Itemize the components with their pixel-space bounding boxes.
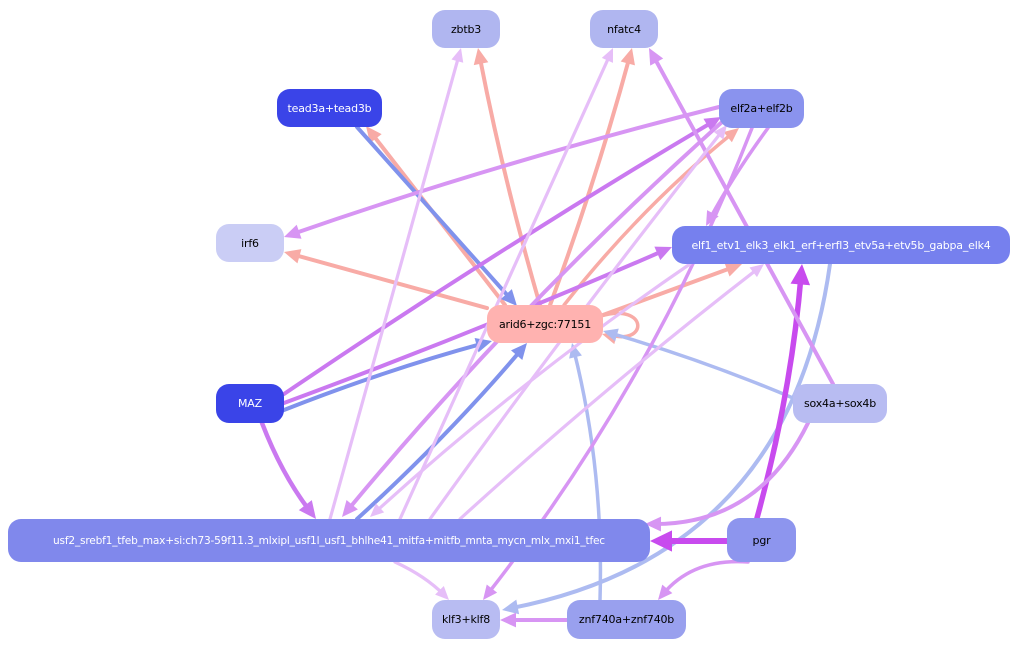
edge xyxy=(373,262,692,514)
graph-node-elf1[interactable]: elf1_etv1_elk3_elk1_erf+erfl3_etv5a+etv5… xyxy=(672,226,1010,264)
edge-arrowhead xyxy=(620,48,635,66)
edge-arrowhead xyxy=(473,48,489,66)
edge-arrowhead xyxy=(451,48,464,63)
edge xyxy=(708,126,770,221)
edge xyxy=(651,421,810,527)
graph-node-arid6[interactable]: arid6+zgc:77151 xyxy=(487,305,603,343)
edge-arrowhead xyxy=(645,516,662,532)
edge-arrowhead xyxy=(654,246,672,261)
node-label: usf2_srebf1_tfeb_max+si:ch73-59f11.3_mlx… xyxy=(53,534,605,547)
edge-arrowhead xyxy=(724,262,742,277)
graph-node-irf6[interactable]: irf6 xyxy=(216,224,284,262)
edge-arrowhead xyxy=(370,503,385,517)
edge xyxy=(754,272,804,521)
edge-arrowhead xyxy=(284,224,302,239)
edge xyxy=(282,248,666,405)
edge-arrowhead xyxy=(435,586,449,600)
edge xyxy=(562,131,735,307)
graph-node-usf2[interactable]: usf2_srebf1_tfeb_max+si:ch73-59f11.3_mlx… xyxy=(8,519,650,562)
edge-arrowhead xyxy=(298,500,316,519)
node-label: tead3a+tead3b xyxy=(287,101,372,115)
edge xyxy=(651,53,835,386)
node-label: arid6+zgc:77151 xyxy=(498,317,592,331)
edge xyxy=(572,348,603,602)
edge xyxy=(282,341,486,412)
graph-node-zbtb3[interactable]: zbtb3 xyxy=(432,10,500,48)
node-label: elf2a+elf2b xyxy=(730,102,793,115)
edge-arrowhead xyxy=(649,48,664,66)
node-label: klf3+klf8 xyxy=(441,613,490,626)
edge-arrowhead xyxy=(342,499,358,517)
graph-node-sox4[interactable]: sox4a+sox4b xyxy=(793,384,887,423)
edge xyxy=(393,560,446,597)
edge-arrowhead xyxy=(601,48,613,63)
graph-node-pgr[interactable]: pgr xyxy=(727,518,796,562)
node-label: elf1_etv1_elk3_elk1_erf+erfl3_etv5a+etv5… xyxy=(691,238,991,252)
edge xyxy=(398,53,612,521)
edge-arrowhead xyxy=(650,530,672,552)
node-label: irf6 xyxy=(241,236,259,250)
edge xyxy=(661,559,750,596)
node-label: nfatc4 xyxy=(607,22,641,36)
edge xyxy=(290,252,489,311)
edge xyxy=(601,265,736,317)
edge xyxy=(290,105,721,237)
graph-node-tead3[interactable]: tead3a+tead3b xyxy=(277,89,382,127)
edge-arrowhead xyxy=(483,584,498,600)
edge-arrowhead xyxy=(502,599,520,615)
edge xyxy=(458,266,760,521)
edge-arrowhead xyxy=(713,125,727,140)
graph-node-elf2[interactable]: elf2a+elf2b xyxy=(719,89,804,128)
edge-arrowhead xyxy=(749,264,764,278)
edge-arrowhead xyxy=(723,128,739,143)
edge xyxy=(259,420,313,514)
edge xyxy=(355,125,514,302)
graph-node-nfatc4[interactable]: nfatc4 xyxy=(590,10,658,48)
node-label: znf740a+znf740b xyxy=(578,613,675,626)
edge-arrowhead xyxy=(790,264,811,286)
edge-arrowhead xyxy=(658,584,673,600)
edge xyxy=(508,262,832,611)
edge-arrowhead xyxy=(603,328,619,342)
edge-arrowhead xyxy=(703,117,721,132)
edge xyxy=(608,331,795,400)
node-label: MAZ xyxy=(238,397,262,410)
edge-arrowhead xyxy=(500,612,516,628)
edge xyxy=(328,53,461,521)
edge-arrowhead xyxy=(284,249,302,264)
node-label: sox4a+sox4b xyxy=(803,397,876,410)
node-label: pgr xyxy=(752,533,771,547)
edge-arrowhead xyxy=(511,343,527,360)
edge-arrowhead xyxy=(500,289,517,306)
edge xyxy=(477,54,542,307)
graph-node-maz[interactable]: MAZ xyxy=(216,384,284,423)
edge xyxy=(282,119,716,396)
graph-node-klf3[interactable]: klf3+klf8 xyxy=(432,600,500,639)
edge xyxy=(355,347,524,521)
node-label: zbtb3 xyxy=(450,22,482,36)
graph-node-znf740[interactable]: znf740a+znf740b xyxy=(567,600,686,639)
